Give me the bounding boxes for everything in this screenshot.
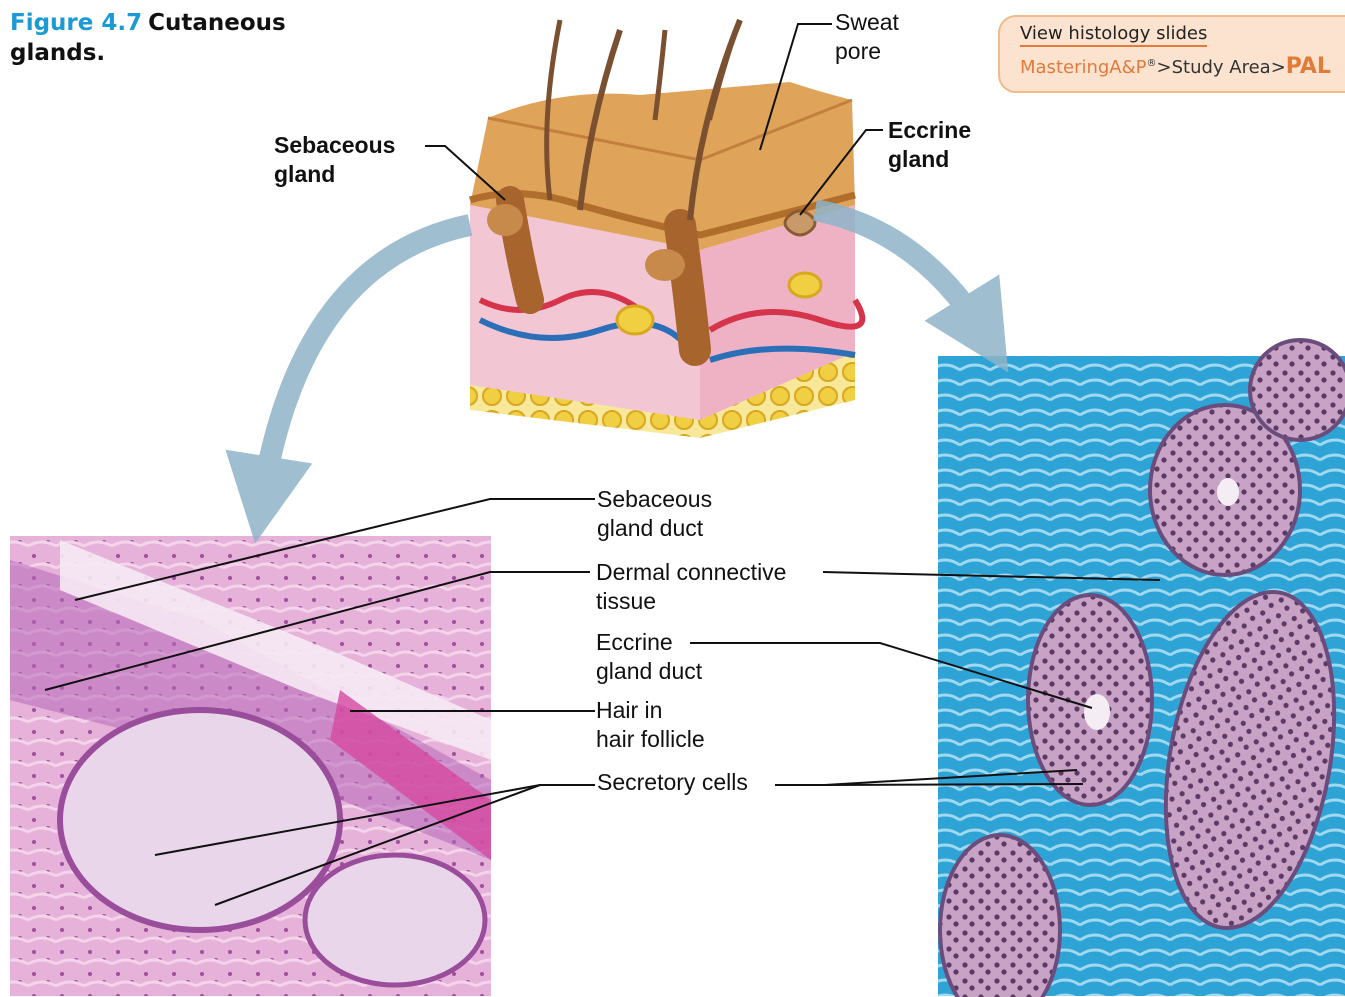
sweat-pore-label: Sweat pore — [835, 8, 899, 66]
eccrine-gland-duct-label: Eccrine gland duct — [596, 628, 702, 686]
dermal-connective-tissue-label: Dermal connective tissue — [596, 558, 786, 616]
sebaceous-gland-label: Sebaceous gland — [274, 131, 395, 189]
eccrine-gland-label: Eccrine gland — [888, 116, 971, 174]
secretory-cells-label: Secretory cells — [597, 768, 748, 797]
hair-in-follicle-label: Hair in hair follicle — [596, 696, 705, 754]
sebaceous-micrograph — [10, 536, 491, 996]
sebaceous-gland-duct-label: Sebaceous gland duct — [597, 485, 712, 543]
skin-block-illustration — [470, 20, 862, 438]
eccrine-micrograph — [938, 340, 1345, 997]
